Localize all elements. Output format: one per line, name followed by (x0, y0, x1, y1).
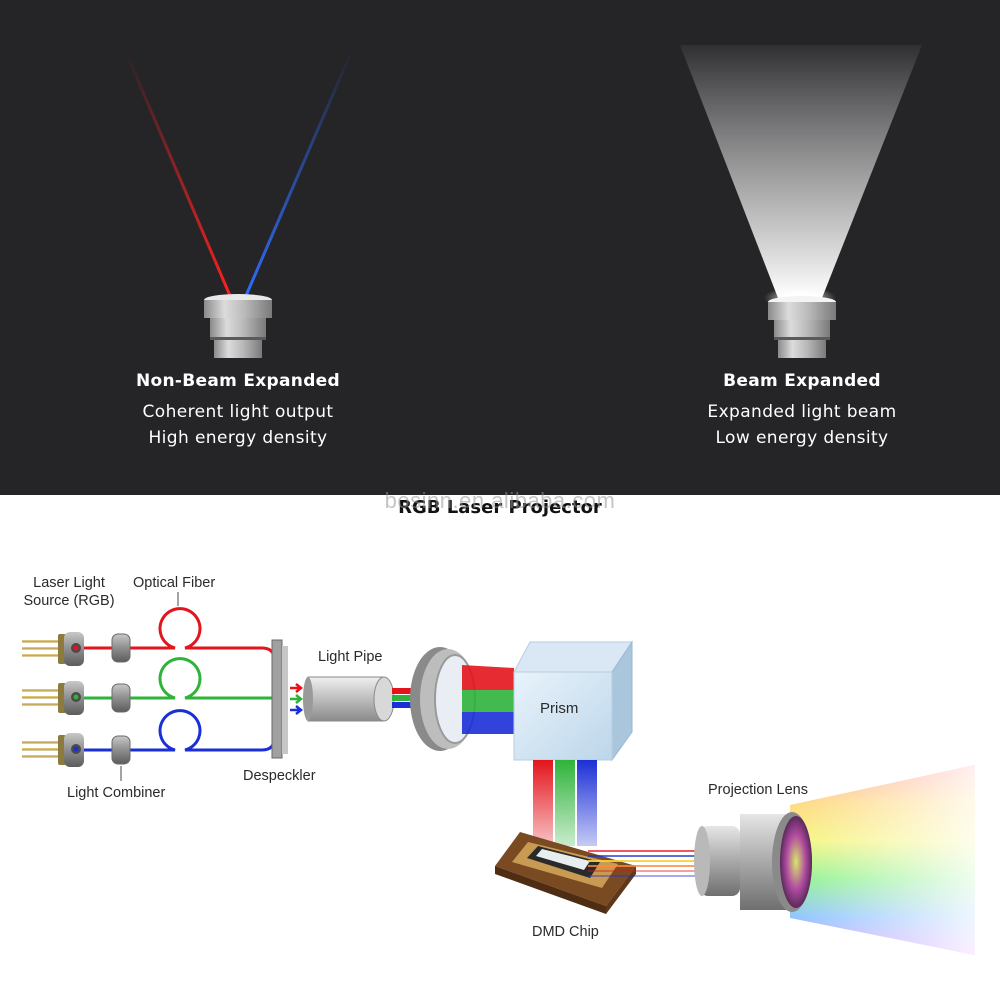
blue-laser-ray (243, 47, 355, 299)
dmd-chip-label: DMD Chip (532, 924, 599, 940)
red-fiber (84, 607, 277, 680)
laser-source-label-line-1: Laser Light (33, 575, 105, 591)
projection-lens (694, 812, 812, 912)
dmd-chip (495, 832, 636, 914)
green-fiber (84, 657, 275, 700)
laser-source-label: Laser Light Source (RGB) (14, 574, 124, 610)
expanded-beam-cone (680, 45, 922, 298)
laser-diode-blue (22, 733, 84, 767)
light-pipe-label: Light Pipe (318, 649, 383, 665)
laser-diode-red (22, 632, 84, 666)
left-lens-module (204, 294, 272, 358)
light-combiner (111, 633, 131, 765)
optical-fibers (84, 607, 277, 752)
light-combiner-label: Light Combiner (67, 785, 166, 801)
despeckler-label: Despeckler (243, 768, 316, 784)
red-laser-ray (123, 49, 233, 299)
laser-diode-green (22, 681, 84, 715)
projection-lens-label: Projection Lens (708, 782, 808, 798)
leader-lines (120, 592, 179, 781)
despeckler-output-arrows (290, 683, 304, 715)
light-pipe (303, 676, 395, 722)
right-caption-title: Beam Expanded (723, 371, 881, 391)
watermark: bosinn.en.alibaba.com (384, 488, 616, 513)
beam-comparison-graphic (123, 45, 922, 358)
left-caption-line-2: High energy density (148, 428, 328, 448)
blue-fiber (84, 709, 277, 752)
right-caption-line-1: Expanded light beam (707, 402, 897, 422)
prism-cube (513, 640, 633, 762)
optical-fiber-label: Optical Fiber (133, 575, 216, 591)
right-caption-line-2: Low energy density (715, 428, 889, 448)
despeckler-plate (271, 639, 288, 759)
beam-comparison-panel: Non-Beam Expanded Coherent light output … (0, 0, 1000, 495)
dmd-output-beams (588, 850, 700, 877)
prism-label: Prism (540, 700, 579, 717)
left-caption-title: Non-Beam Expanded (136, 371, 340, 391)
right-lens-module (768, 296, 836, 358)
laser-source-label-line-2: Source (RGB) (23, 593, 115, 609)
left-caption-line-1: Coherent light output (142, 402, 334, 422)
diagram-title: RGB Laser Projector (398, 497, 602, 518)
